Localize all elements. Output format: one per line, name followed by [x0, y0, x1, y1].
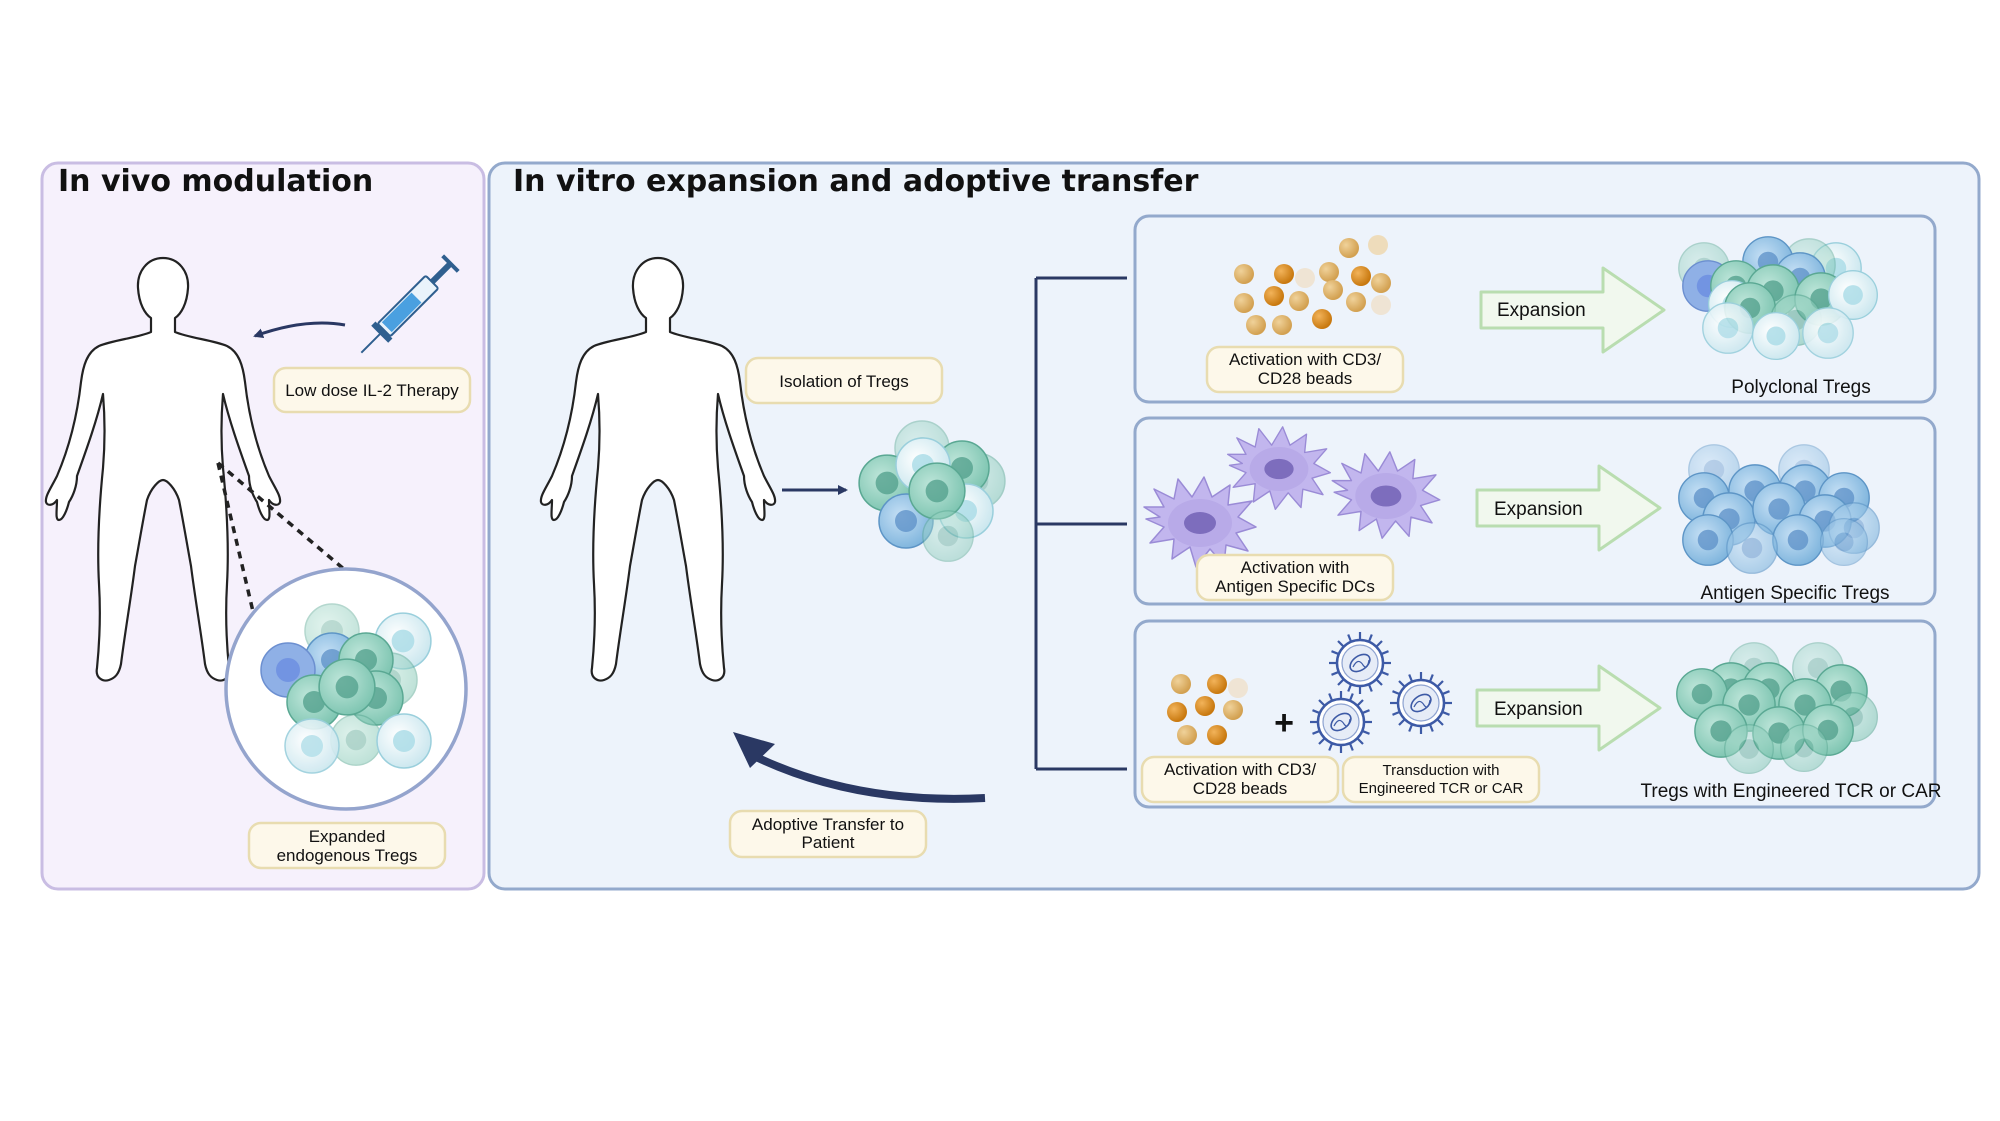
adoptive-transfer-arrow [744, 748, 986, 803]
row2-result-label: Antigen Specific Tregs [1700, 583, 1889, 604]
adoptive-label-line1: Adoptive Transfer to [752, 815, 904, 834]
row-polyclonal: Activation with CD3/ CD28 beads Expansio… [1133, 214, 1937, 404]
in-vivo-panel: In vivo modulation Low dose IL-2 Therapy [40, 161, 486, 891]
row2-activation-pill [1195, 553, 1395, 602]
in-vitro-panel: In vitro expansion and adoptive transfer… [487, 161, 1981, 891]
lentivirus-icon [1327, 630, 1393, 696]
row1-activation-pill [1205, 345, 1405, 394]
row3-result-label: Tregs with Engineered TCR or CAR [1641, 781, 1942, 802]
zoom-line-right [216, 461, 347, 572]
syringe-icon [360, 254, 460, 354]
row3-transduction-line2: Engineered TCR or CAR [1359, 780, 1524, 797]
polyclonal-treg-cluster-icon [1678, 236, 1878, 361]
adoptive-label-pill [728, 809, 928, 859]
row-engineered: + Activation with CD3/ CD28 beads Transd… [1133, 619, 1942, 809]
in-vivo-title: In vivo modulation [58, 164, 373, 199]
zoom-line-left [216, 462, 257, 621]
expanded-label-pill [247, 821, 447, 870]
row1-activation-line1: Activation with CD3/ [1229, 350, 1381, 369]
plus-sign: + [1274, 704, 1294, 742]
expanded-label-line2: endogenous Tregs [277, 846, 418, 865]
row2-activation-line2: Antigen Specific DCs [1215, 577, 1375, 596]
row3-transduction-pill [1341, 755, 1541, 804]
row-antigen-specific: Activation with Antigen Specific DCs Exp… [1133, 416, 1937, 606]
row1-activation-line2: CD28 beads [1258, 369, 1353, 388]
row3-activation-line1: Activation with CD3/ [1164, 760, 1316, 779]
lentivirus-icon-3 [1388, 670, 1454, 736]
row2-expansion-label: Expansion [1494, 499, 1583, 520]
row3-expansion-label: Expansion [1494, 699, 1583, 720]
bead-cluster-icon [1234, 235, 1391, 335]
lentivirus-icon-2 [1308, 689, 1374, 755]
isolation-label: Isolation of Tregs [779, 372, 908, 391]
row2-activation-line1: Activation with [1241, 558, 1350, 577]
treg-cluster-icon [224, 567, 468, 811]
therapy-label-pill [272, 366, 472, 414]
row1-expansion-label: Expansion [1497, 300, 1586, 321]
expanded-label-line1: Expanded [309, 827, 386, 846]
therapy-arrow [253, 321, 346, 338]
therapy-label: Low dose IL-2 Therapy [285, 381, 459, 400]
row3-transduction-line1: Transduction with [1383, 762, 1500, 779]
row1-result-label: Polyclonal Tregs [1731, 377, 1870, 398]
row3-activation-pill [1140, 755, 1340, 804]
bead-cluster-icon-2 [1167, 674, 1248, 745]
branch-bracket [1034, 276, 1127, 771]
adoptive-label-line2: Patient [802, 833, 855, 852]
in-vitro-title: In vitro expansion and adoptive transfer [513, 164, 1199, 199]
adoptive-transfer-arrowhead [733, 732, 775, 768]
row3-activation-line2: CD28 beads [1193, 779, 1288, 798]
isolation-label-pill [744, 356, 944, 405]
